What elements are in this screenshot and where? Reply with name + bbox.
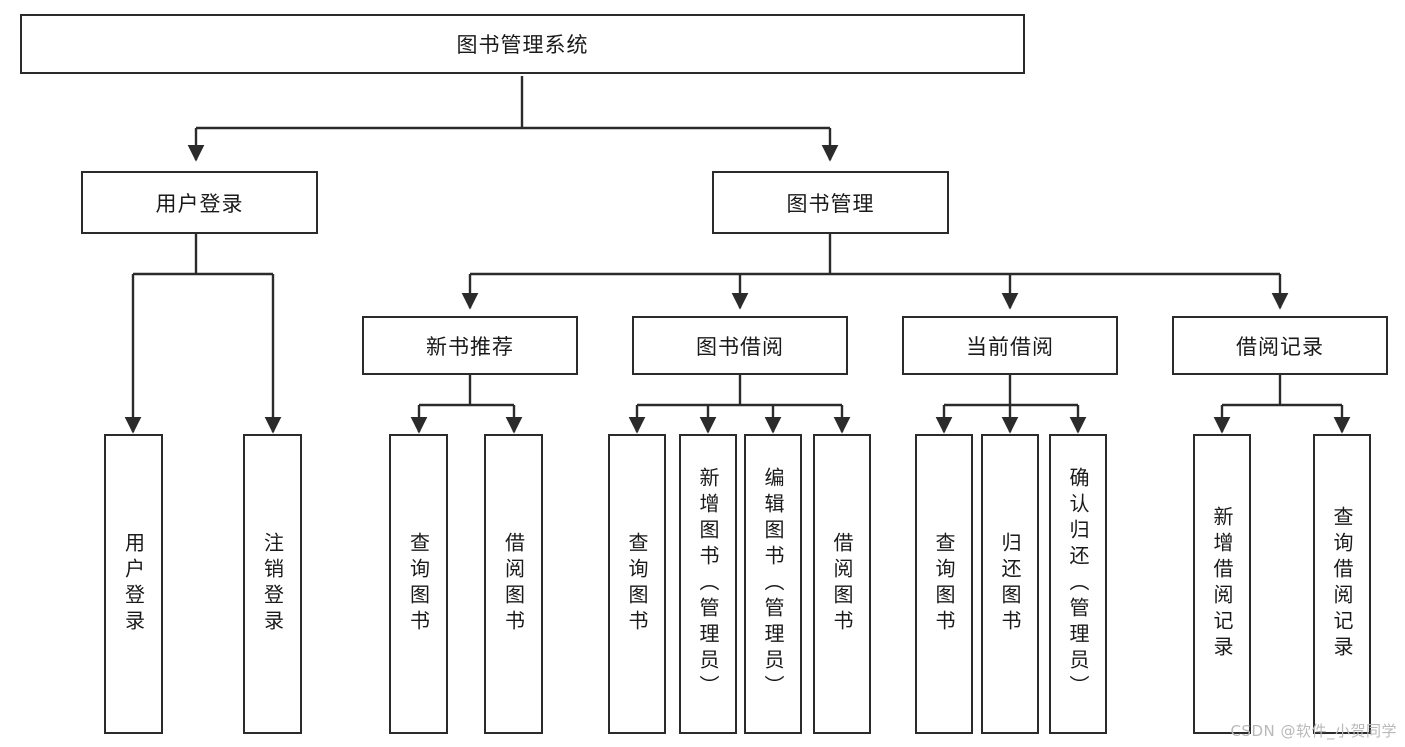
leaf-return-book-label: 归还图书 — [998, 532, 1022, 636]
node-new-book-recommend[interactable]: 新书推荐 — [362, 316, 578, 375]
leaf-add-borrow-record-label: 新增借阅记录 — [1210, 506, 1234, 662]
leaf-user-login[interactable]: 用户登录 — [104, 434, 163, 734]
leaf-edit-book-admin[interactable]: 编辑图书（管理员） — [744, 434, 802, 734]
node-current-borrow[interactable]: 当前借阅 — [902, 316, 1118, 375]
node-borrow-record[interactable]: 借阅记录 — [1172, 316, 1388, 375]
leaf-query-book-recommend-label: 查询图书 — [406, 532, 431, 636]
leaf-query-borrow-record[interactable]: 查询借阅记录 — [1313, 434, 1371, 734]
leaf-borrow-book-recommend[interactable]: 借阅图书 — [484, 434, 543, 734]
leaf-return-book[interactable]: 归还图书 — [981, 434, 1039, 734]
leaf-edit-book-admin-label: 编辑图书（管理员） — [761, 467, 785, 701]
leaf-query-book-current-label: 查询图书 — [932, 532, 956, 636]
leaf-user-login-label: 用户登录 — [121, 532, 146, 636]
watermark-text: CSDN @软件_小贺同学 — [1230, 722, 1397, 740]
leaf-confirm-return-admin-label: 确认归还（管理员） — [1066, 467, 1090, 701]
leaf-logout-label: 注销登录 — [260, 532, 285, 636]
node-current-borrow-label: 当前借阅 — [966, 334, 1054, 359]
leaf-add-book-admin[interactable]: 新增图书（管理员） — [679, 434, 737, 734]
leaf-add-borrow-record[interactable]: 新增借阅记录 — [1193, 434, 1251, 734]
node-root-label: 图书管理系统 — [456, 33, 589, 57]
node-book-borrow[interactable]: 图书借阅 — [632, 316, 848, 375]
leaf-query-book-recommend[interactable]: 查询图书 — [389, 434, 448, 734]
leaf-confirm-return-admin[interactable]: 确认归还（管理员） — [1049, 434, 1107, 734]
node-root[interactable]: 图书管理系统 — [20, 14, 1025, 74]
node-book-management-label: 图书管理 — [786, 191, 875, 216]
leaf-query-book-borrow-label: 查询图书 — [625, 532, 649, 636]
node-borrow-record-label: 借阅记录 — [1236, 334, 1324, 359]
leaf-query-book-current[interactable]: 查询图书 — [915, 434, 973, 734]
node-book-borrow-label: 图书借阅 — [696, 334, 784, 359]
leaf-logout[interactable]: 注销登录 — [243, 434, 302, 734]
node-book-management[interactable]: 图书管理 — [712, 171, 949, 234]
leaf-query-book-borrow[interactable]: 查询图书 — [608, 434, 666, 734]
leaf-query-borrow-record-label: 查询借阅记录 — [1330, 506, 1354, 662]
leaf-borrow-book[interactable]: 借阅图书 — [813, 434, 871, 734]
leaf-add-book-admin-label: 新增图书（管理员） — [696, 467, 720, 701]
leaf-borrow-book-recommend-label: 借阅图书 — [501, 532, 526, 636]
node-new-book-recommend-label: 新书推荐 — [426, 334, 514, 359]
node-user-login[interactable]: 用户登录 — [81, 171, 318, 234]
leaf-borrow-book-label: 借阅图书 — [830, 532, 854, 636]
node-user-login-label: 用户登录 — [155, 191, 244, 216]
